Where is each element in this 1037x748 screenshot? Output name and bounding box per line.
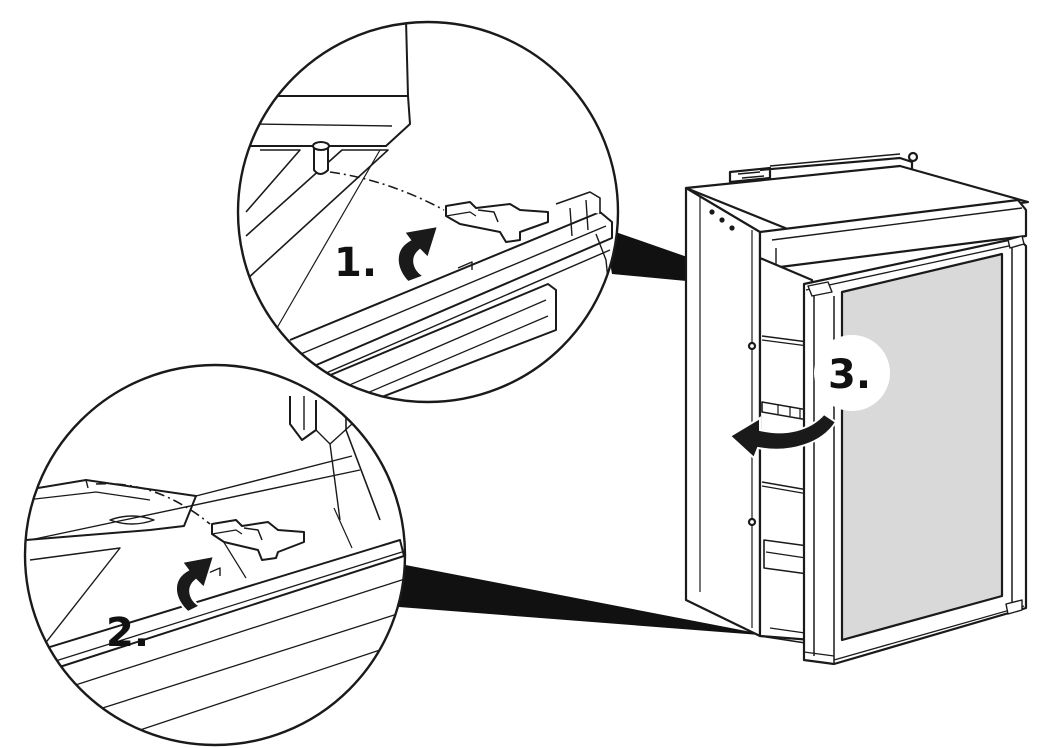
detail-circle-bottom: 2.	[23, 363, 407, 747]
rotate-arrow-icon	[175, 554, 216, 614]
step-1-label: 1.	[334, 240, 377, 286]
door-swing-arrow-icon	[728, 412, 838, 460]
detail-circle-top: 1.	[236, 20, 620, 404]
step-3-badge	[814, 335, 890, 411]
step-3-label: 3.	[828, 352, 871, 398]
step-2-label: 2.	[106, 610, 149, 656]
door-panel	[840, 252, 1004, 642]
fridge-door	[802, 235, 1028, 666]
step-3-marker: 3.	[728, 335, 890, 460]
callout-wedge-bottom	[386, 562, 772, 636]
rotate-arrow-icon	[396, 224, 440, 284]
